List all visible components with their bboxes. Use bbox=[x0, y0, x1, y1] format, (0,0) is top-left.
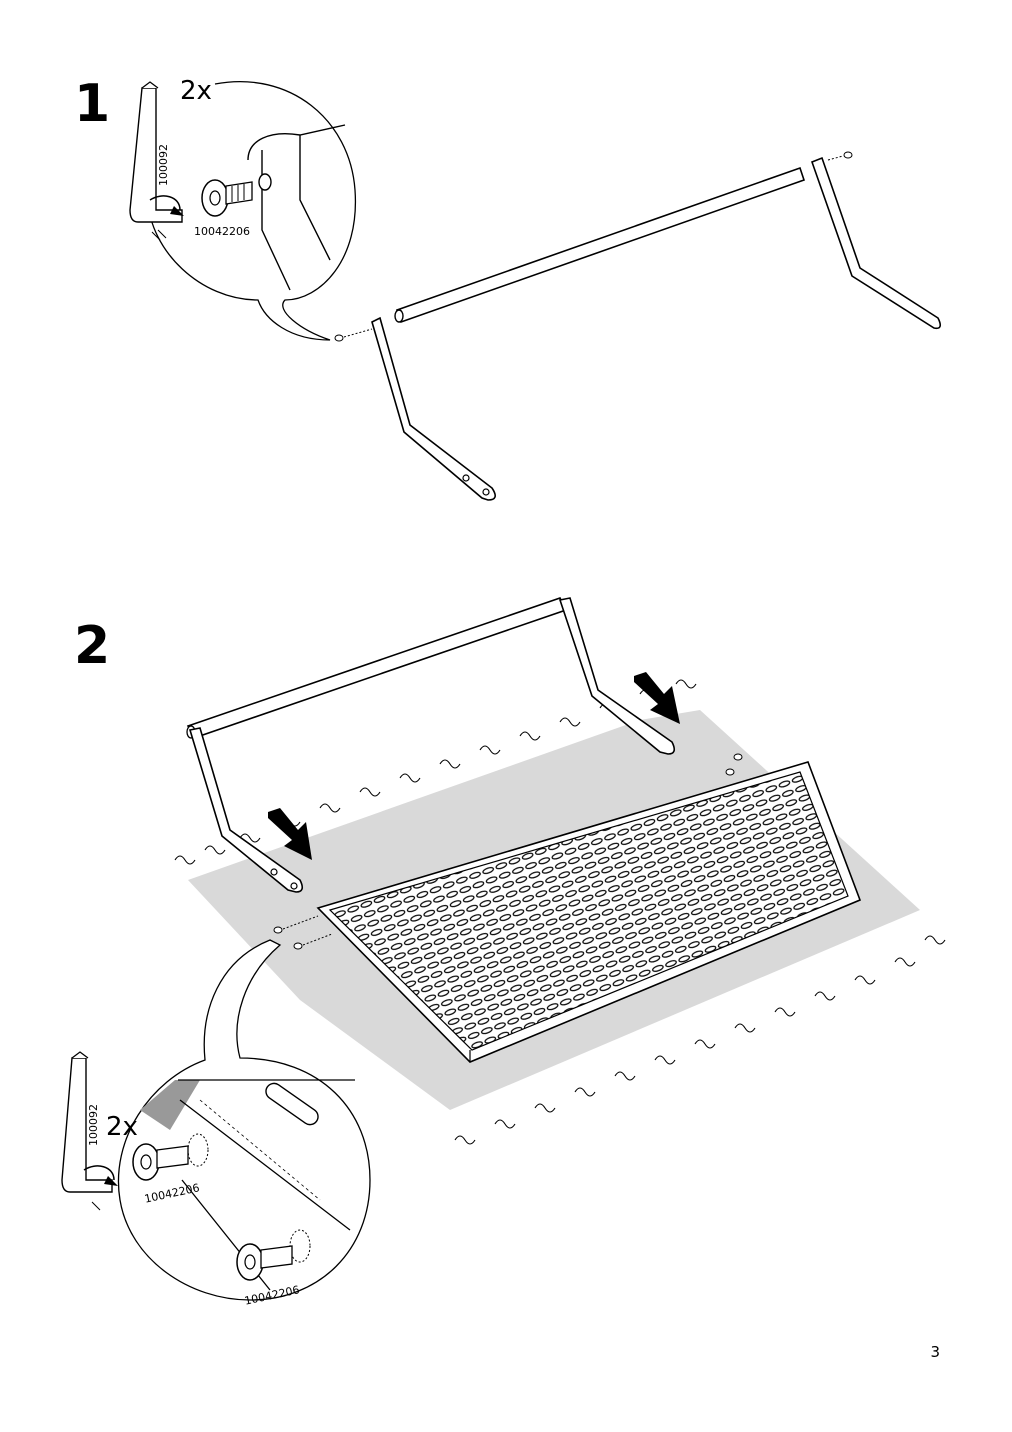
page-number: 3 bbox=[930, 1343, 940, 1361]
step-1-number: 1 bbox=[74, 74, 111, 134]
arrow-left-icon bbox=[268, 808, 312, 860]
left-leg bbox=[371, 316, 496, 501]
step2-detail-callout bbox=[61, 939, 371, 1301]
allen-key-icon bbox=[61, 1051, 118, 1211]
u-frame bbox=[186, 597, 676, 893]
step-2-tool-part-number: 100092 bbox=[87, 1104, 100, 1146]
step-1-screw-part-number: 10042206 bbox=[194, 225, 250, 238]
right-leg bbox=[810, 156, 942, 330]
step-2-quantity: 2x bbox=[106, 1112, 138, 1142]
step1-detail-callout bbox=[129, 81, 357, 341]
screw-icon bbox=[132, 1143, 293, 1281]
step-1-quantity: 2x bbox=[180, 76, 212, 106]
allen-key-icon bbox=[129, 81, 184, 241]
arrow-right-icon bbox=[634, 672, 680, 724]
step-2-number: 2 bbox=[74, 616, 111, 676]
screw-icon bbox=[201, 179, 253, 217]
step-1-tool-part-number: 100092 bbox=[157, 144, 170, 186]
top-rail bbox=[394, 166, 806, 324]
mesh-panel bbox=[316, 761, 862, 1063]
